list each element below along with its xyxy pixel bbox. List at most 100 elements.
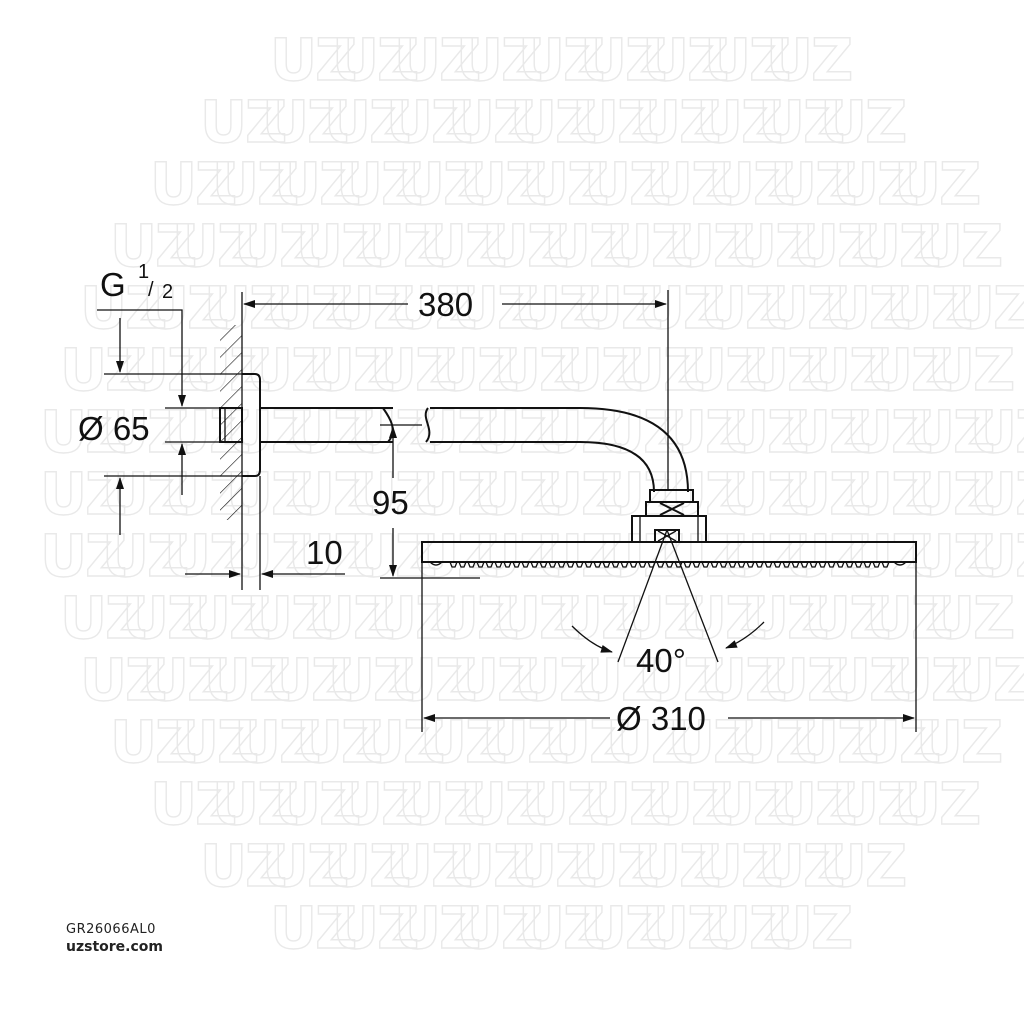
watermark-tile: UZ bbox=[40, 522, 125, 590]
watermark-tile: UZ bbox=[544, 212, 629, 280]
watermark-tile: UZ bbox=[792, 212, 877, 280]
watermark-tile: UZ bbox=[584, 770, 669, 838]
watermark-tile: UZ bbox=[704, 894, 789, 962]
watermark-tile: UZ bbox=[308, 336, 393, 404]
watermark-tile: UZ bbox=[456, 894, 541, 962]
watermark-tile: UZ bbox=[660, 460, 745, 528]
watermark-tile: UZ bbox=[556, 336, 641, 404]
watermark-tile: UZ bbox=[274, 150, 359, 218]
watermark-tile: UZ bbox=[246, 584, 331, 652]
nozzle bbox=[620, 561, 629, 568]
thread-fraction-slash: / bbox=[148, 279, 154, 301]
watermark-tile: UZ bbox=[184, 584, 269, 652]
nozzle bbox=[566, 561, 575, 568]
wall-flange bbox=[219, 373, 261, 477]
watermark-tile: UZ bbox=[544, 708, 629, 776]
watermark-tile: UZ bbox=[846, 398, 931, 466]
ball-joint bbox=[631, 489, 707, 543]
watermark-tile: UZ bbox=[696, 88, 781, 156]
watermark-tile: UZ bbox=[634, 88, 719, 156]
watermark-tile: UZ bbox=[204, 646, 289, 714]
drop-height-label: 95 bbox=[372, 484, 409, 521]
watermark-tile: UZ bbox=[638, 274, 723, 342]
watermark-tile: UZ bbox=[200, 832, 285, 900]
spray-angle-label: 40° bbox=[636, 642, 686, 679]
nozzle bbox=[782, 561, 791, 568]
watermark-tile: UZ bbox=[510, 88, 595, 156]
watermark-tile: UZ bbox=[804, 584, 889, 652]
watermark-tile: UZ bbox=[536, 522, 621, 590]
watermark-tile: UZ bbox=[234, 212, 319, 280]
watermark-tile: UZ bbox=[854, 708, 939, 776]
dimension-thread: G 1 / 2 bbox=[97, 261, 186, 407]
shower-arm bbox=[260, 407, 689, 493]
watermark-tile: UZ bbox=[296, 708, 381, 776]
nozzle bbox=[719, 561, 728, 568]
watermark-tile: UZ bbox=[886, 646, 971, 714]
watermark-tile: UZ bbox=[288, 522, 373, 590]
watermark-tile: UZ bbox=[700, 646, 785, 714]
watermark-tile: UZ bbox=[324, 88, 409, 156]
watermark-tile: UZ bbox=[270, 894, 355, 962]
dimension-flange-depth: 10 bbox=[185, 476, 345, 590]
watermark-tile: UZ bbox=[288, 460, 373, 528]
watermark-tile: UZ bbox=[420, 212, 505, 280]
nozzle bbox=[575, 561, 584, 568]
website-link[interactable]: uzstore.com bbox=[66, 939, 163, 955]
nozzle bbox=[593, 561, 602, 568]
nozzle bbox=[881, 561, 890, 568]
watermark-tile: UZ bbox=[618, 584, 703, 652]
nozzle bbox=[764, 561, 773, 568]
nozzle bbox=[638, 561, 647, 568]
nozzle bbox=[755, 561, 764, 568]
watermark-tile: UZ bbox=[394, 894, 479, 962]
watermark-tile: UZ bbox=[642, 894, 727, 962]
watermark-tile: UZ bbox=[572, 88, 657, 156]
watermark-tile: UZ bbox=[916, 708, 1001, 776]
watermark-tile: UZ bbox=[722, 522, 807, 590]
watermark-tile: UZ bbox=[370, 584, 455, 652]
watermark-tile: UZ bbox=[518, 894, 603, 962]
watermark-tile: UZ bbox=[448, 832, 533, 900]
watermark-tile: UZ bbox=[390, 646, 475, 714]
watermark-tile: UZ bbox=[494, 336, 579, 404]
watermark-tile: UZ bbox=[482, 708, 567, 776]
watermark-tile: UZ bbox=[308, 584, 393, 652]
watermark-tile: UZ bbox=[514, 274, 599, 342]
watermark-tile: UZ bbox=[606, 212, 691, 280]
watermark-tile: UZ bbox=[336, 150, 421, 218]
watermark-tile: UZ bbox=[792, 708, 877, 776]
nozzle bbox=[584, 561, 593, 568]
watermark-tile: UZ bbox=[730, 708, 815, 776]
nozzle bbox=[683, 561, 692, 568]
watermark-tile: UZ bbox=[762, 646, 847, 714]
watermark-tile: UZ bbox=[700, 274, 785, 342]
watermark-tile: UZ bbox=[122, 336, 207, 404]
nozzle bbox=[800, 561, 809, 568]
watermark-tile: UZ bbox=[204, 274, 289, 342]
watermark-tile: UZ bbox=[646, 770, 731, 838]
watermark-tile: UZ bbox=[80, 274, 165, 342]
watermark-tile: UZ bbox=[390, 274, 475, 342]
watermark-tile: UZ bbox=[618, 336, 703, 404]
watermark-tile: UZ bbox=[522, 770, 607, 838]
watermark-tile: UZ bbox=[580, 894, 665, 962]
watermark-tile: UZ bbox=[536, 460, 621, 528]
watermark-tile: UZ bbox=[262, 88, 347, 156]
watermark-tile: UZ bbox=[598, 398, 683, 466]
watermark-tile: UZ bbox=[572, 832, 657, 900]
watermark-tile: UZ bbox=[274, 770, 359, 838]
watermark-tile: UZ bbox=[448, 88, 533, 156]
watermark-tile: UZ bbox=[110, 708, 195, 776]
nozzle bbox=[872, 561, 881, 568]
watermark-tile: UZ bbox=[60, 336, 145, 404]
nozzle bbox=[692, 561, 701, 568]
nozzle-row bbox=[449, 561, 890, 568]
watermark-tile: UZ bbox=[832, 150, 917, 218]
watermark-tile: UZ bbox=[908, 398, 993, 466]
watermark-tile: UZ bbox=[212, 770, 297, 838]
watermark-tile: UZ bbox=[110, 212, 195, 280]
nozzle bbox=[467, 561, 476, 568]
nozzle bbox=[521, 561, 530, 568]
watermark-tile: UZ bbox=[970, 398, 1024, 466]
